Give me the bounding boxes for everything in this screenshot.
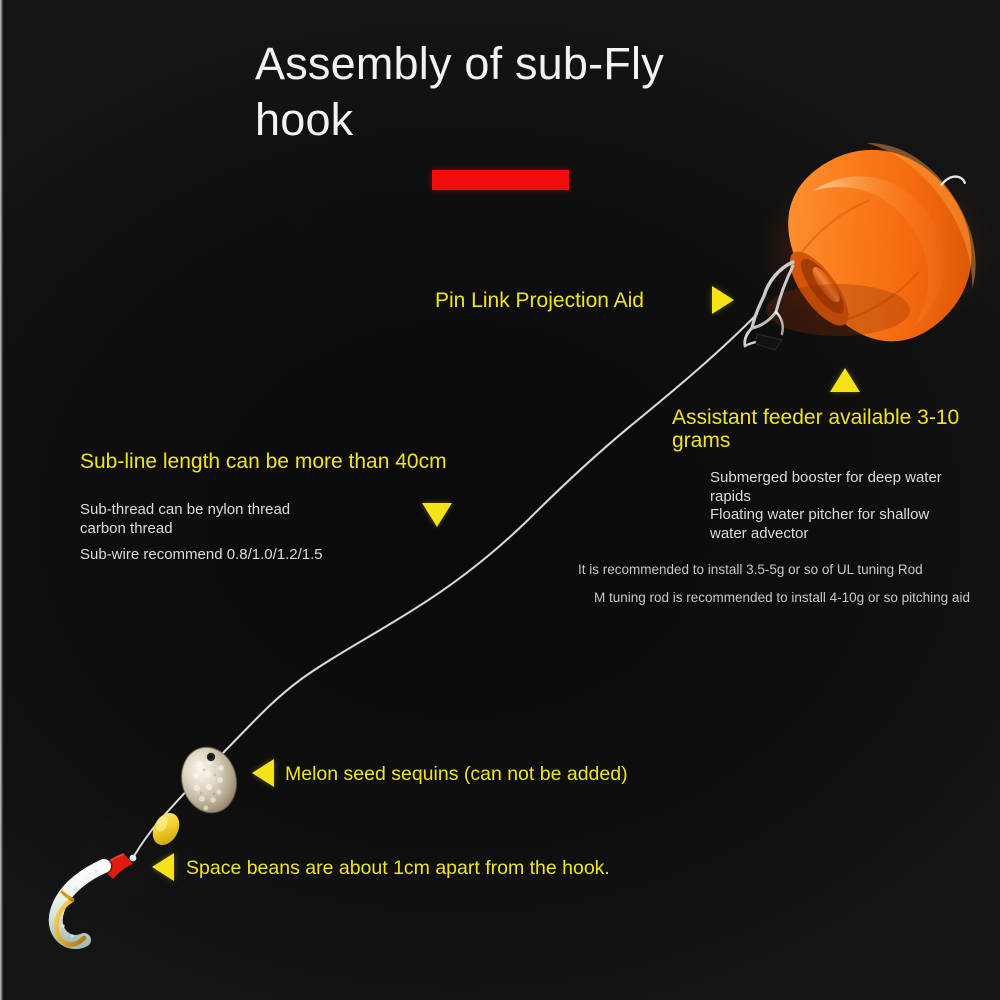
- assistant-feeder-label: Assistant feeder available 3-10 grams: [672, 406, 960, 452]
- sub-line-label: Sub-line length can be more than 40cm: [80, 450, 447, 473]
- fly-hook: [47, 853, 137, 951]
- triangle-down-icon: [422, 503, 452, 527]
- tuning-rod-note-1: It is recommended to install 3.5-5g or s…: [578, 562, 923, 577]
- tuning-rod-note-2: M tuning rod is recommended to install 4…: [594, 590, 970, 605]
- sub-thread-note: Sub-thread can be nylon thread carbon th…: [80, 501, 291, 537]
- sub-wire-note: Sub-wire recommend 0.8/1.0/1.2/1.5: [80, 546, 323, 563]
- triangle-right-icon: [712, 286, 734, 314]
- pin-link-label: Pin Link Projection Aid: [435, 289, 644, 312]
- triangle-up-icon: [830, 368, 860, 392]
- spinner-blade: [181, 746, 237, 814]
- triangle-left-icon-beans: [152, 853, 174, 881]
- assistant-feeder-note-1: Submerged booster for deep water rapids: [710, 469, 942, 505]
- title-underline-rule: [432, 170, 569, 190]
- snap-clip-icon: [743, 260, 795, 351]
- page-title: Assembly of sub-Fly hook: [255, 38, 664, 145]
- space-beans-label: Space beans are about 1cm apart from the…: [186, 857, 610, 879]
- triangle-left-icon-melon: [252, 759, 274, 787]
- orange-float: [755, 142, 995, 342]
- melon-seed-label: Melon seed sequins (can not be added): [285, 763, 628, 785]
- assistant-feeder-note-2: Floating water pitcher for shallow water…: [710, 506, 930, 542]
- space-bean-bead: [152, 812, 180, 846]
